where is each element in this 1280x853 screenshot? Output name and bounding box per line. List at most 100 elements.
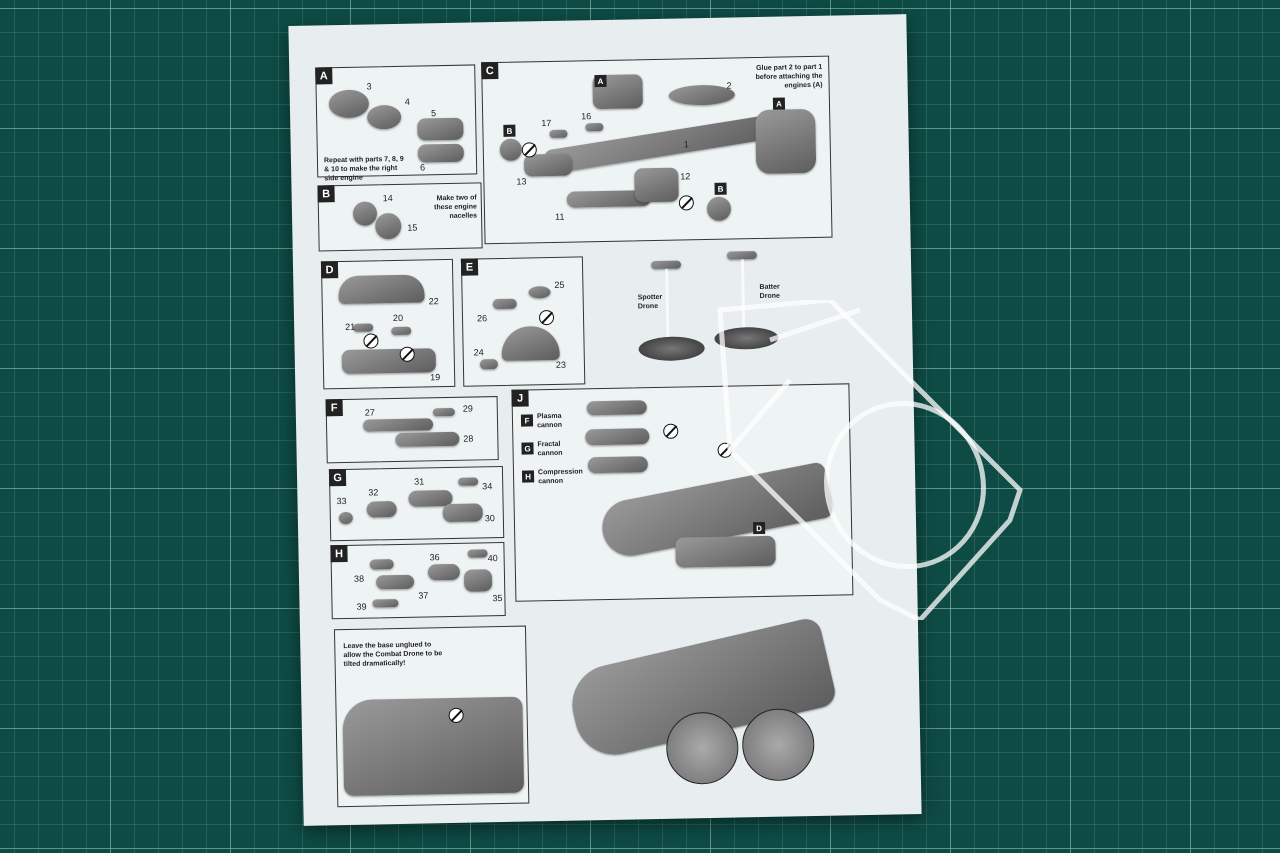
- part-14-illustration: [352, 201, 378, 226]
- part-5-illustration: [417, 117, 464, 141]
- part-23-illustration: [501, 325, 560, 361]
- step-d-tag: D: [320, 261, 339, 279]
- part-number: 13: [516, 176, 527, 187]
- part-21-illustration: [353, 323, 374, 332]
- part-39-illustration: [372, 598, 399, 608]
- part-number: 31: [414, 476, 425, 487]
- step-d-panel: D 22 21 20 19: [320, 258, 456, 390]
- part-4-illustration: [366, 104, 402, 130]
- no-glue-icon: [363, 333, 379, 349]
- part-number: 14: [382, 193, 393, 204]
- part-28-illustration: [395, 431, 460, 448]
- fractal-cannon-illustration: [585, 428, 650, 446]
- engine-a-right: [755, 108, 817, 175]
- step-ref-tag: A: [772, 97, 786, 110]
- part-number: 37: [418, 590, 429, 601]
- part-number: 4: [404, 96, 410, 107]
- part-number: 2: [726, 80, 732, 91]
- part-number: 1: [683, 139, 689, 150]
- step-c-tag: C: [481, 61, 499, 80]
- part-number: 39: [356, 601, 367, 612]
- combat-drone-closeup: [342, 696, 525, 797]
- part-24-illustration: [479, 359, 499, 370]
- step-e-tag: E: [460, 258, 479, 276]
- part-number: 33: [336, 495, 347, 507]
- step-a-tag: A: [315, 67, 333, 85]
- part-number: 15: [407, 222, 418, 233]
- step-f-tag: F: [325, 399, 343, 417]
- part-33-illustration: [338, 511, 353, 525]
- part-number: 24: [473, 347, 484, 358]
- option-tag: G: [521, 442, 534, 455]
- part-35-illustration: [463, 569, 493, 592]
- step-c-note: Glue part 2 to part 1 before attaching t…: [755, 63, 823, 90]
- part-number: 17: [541, 117, 552, 129]
- part-number: 5: [430, 108, 437, 119]
- part-number: 40: [487, 553, 498, 564]
- part-number: 32: [368, 487, 379, 498]
- option-label: Compression cannon: [537, 468, 583, 486]
- part-number: 3: [366, 81, 372, 92]
- part-number: 38: [353, 573, 365, 584]
- part-number: 29: [462, 403, 473, 414]
- plasma-cannon-illustration: [586, 400, 647, 416]
- step-e-panel: E 25 26 24 23: [460, 256, 586, 387]
- option-tag: H: [521, 470, 535, 483]
- part-number: 22: [428, 296, 439, 307]
- option-label: Fractal cannon: [537, 440, 563, 458]
- part-number: 30: [484, 513, 495, 524]
- step-ref-tag: A: [594, 74, 607, 88]
- part-27-illustration: [362, 418, 434, 432]
- part-16-illustration: [585, 122, 604, 132]
- part-37-illustration: [375, 574, 415, 590]
- final-note: Leave the base unglued to allow the Comb…: [343, 641, 443, 669]
- part-number: 36: [429, 552, 440, 563]
- step-b-tag: B: [317, 185, 335, 203]
- final-panel: Leave the base unglued to allow the Comb…: [333, 625, 530, 808]
- part-number: 27: [364, 407, 375, 418]
- no-glue-icon: [663, 423, 679, 439]
- part-number: 26: [476, 313, 488, 324]
- part-6-illustration: [417, 143, 465, 163]
- part-number: 16: [581, 111, 592, 122]
- step-a-panel: A 3 4 5 6 Repeat with parts 7, 8, 9 & 10…: [315, 64, 478, 182]
- part-19-illustration: [341, 348, 437, 375]
- batter-drone-label: Batter Drone: [759, 283, 780, 301]
- part-36-illustration: [427, 563, 461, 581]
- part-25-illustration: [528, 286, 551, 299]
- part-number: 25: [554, 279, 565, 290]
- part-38-illustration: [369, 559, 394, 570]
- step-h-panel: H 36 40 38 37 39 35: [330, 541, 506, 620]
- step-b-panel: B 14 15 Make two of these engine nacelle…: [317, 182, 483, 252]
- option-tag: F: [520, 414, 534, 427]
- step-g-panel: G 31 32 33 34 30: [328, 465, 505, 542]
- part-40-illustration: [467, 549, 488, 558]
- part-26-illustration: [492, 298, 517, 310]
- part-number: 21: [345, 321, 356, 332]
- part-number: 28: [463, 433, 474, 444]
- no-glue-icon: [538, 309, 555, 326]
- part-30-illustration: [442, 503, 483, 523]
- cannon-inset-left: [665, 711, 740, 785]
- part-17-illustration: [549, 129, 568, 139]
- part-number: 11: [554, 211, 565, 222]
- step-h-tag: H: [330, 544, 348, 563]
- step-c-panel: C Glue part 2 to part 1 before attaching…: [481, 55, 833, 245]
- part-number: 19: [430, 372, 441, 383]
- part-29-illustration: [432, 407, 455, 417]
- step-b-note: Make two of these engine nacelles: [434, 194, 478, 220]
- part-22-illustration: [338, 274, 425, 305]
- step-a-note: Repeat with parts 7, 8, 9 & 10 to make t…: [323, 155, 404, 183]
- no-glue-icon: [678, 195, 694, 211]
- step-ref-tag: B: [714, 182, 727, 195]
- part-34-illustration: [458, 477, 479, 486]
- assembled-model: [560, 601, 854, 797]
- part-15-illustration: [374, 212, 402, 240]
- part-number: 6: [420, 162, 426, 173]
- part-number: 35: [492, 593, 503, 604]
- clear-plastic-sprue: [717, 300, 1023, 620]
- nacelle-b-right: [706, 196, 732, 222]
- spotter-drone-label: Spotter Drone: [637, 293, 663, 311]
- part-3-illustration: [328, 89, 370, 119]
- nacelle-b-left: [499, 138, 523, 161]
